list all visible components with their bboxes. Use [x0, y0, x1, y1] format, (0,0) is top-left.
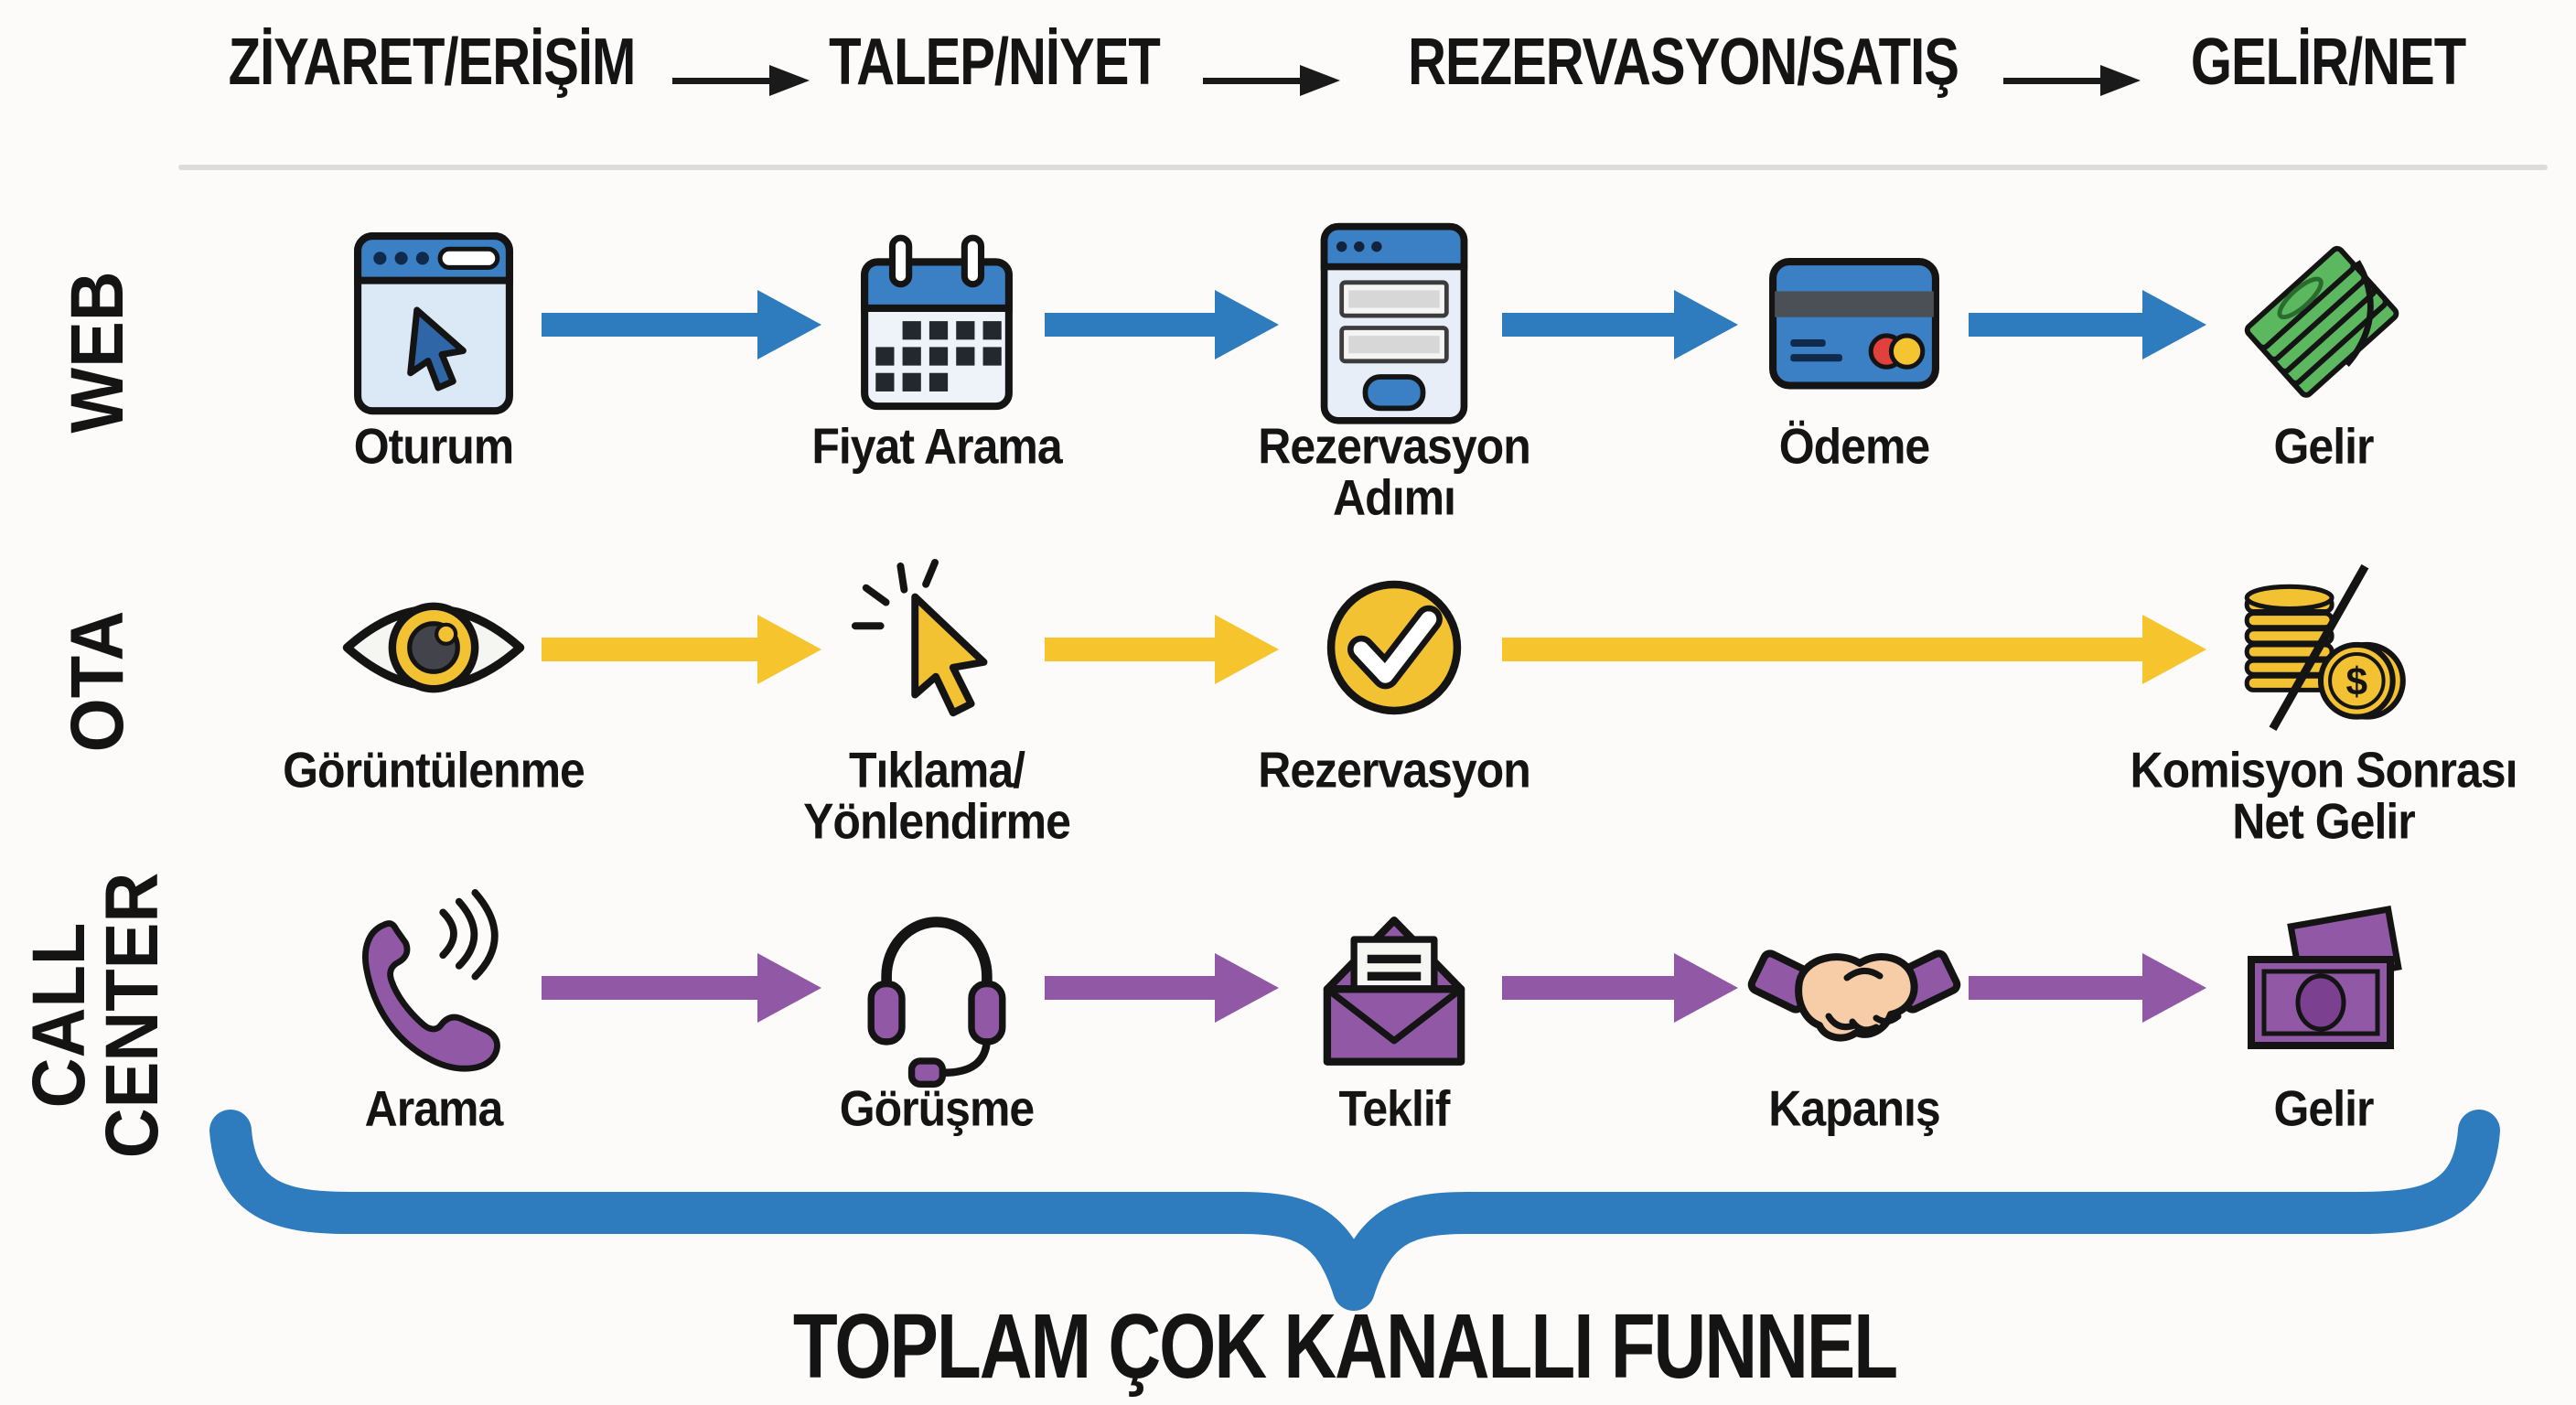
step-label-line2: Yönlendirme	[803, 793, 1071, 850]
stage-arrow-icon	[672, 60, 810, 101]
web-step-gelir: Gelir	[2113, 227, 2534, 475]
step-label: Kapanış	[1768, 1080, 1941, 1137]
web-step-rezervasyon-adimi: Rezervasyon Adımı	[1184, 223, 1605, 526]
step-label: Oturum	[353, 418, 515, 475]
headset-icon	[850, 889, 1024, 1088]
flow-arrow-icon	[542, 953, 821, 1023]
booking-form-icon	[1315, 223, 1473, 424]
web-step-oturum: Oturum	[223, 227, 644, 475]
call-step-arama: Arama	[223, 888, 644, 1137]
flow-arrow-icon	[1045, 290, 1279, 359]
check-circle-icon	[1316, 551, 1472, 745]
step-label: Gelir	[2273, 418, 2375, 475]
stage-label-ziyaret-erisim: ZİYARET/ERİŞİM	[228, 24, 637, 100]
browser-cursor-icon	[350, 227, 517, 421]
stage-label-gelir-net: GELİR/NET	[2190, 24, 2466, 100]
flow-arrow-icon	[1502, 615, 2206, 684]
flow-arrow-icon	[542, 615, 821, 684]
step-label: Tıklama/	[848, 742, 1025, 799]
coins-commission-icon: $	[2227, 551, 2420, 745]
step-label: Ödeme	[1778, 418, 1931, 475]
handshake-icon	[1744, 889, 1964, 1083]
step-label-line2: Net Gelir	[2232, 793, 2415, 850]
flow-arrow-icon	[1045, 953, 1279, 1023]
step-label: Fiyat Arama	[811, 418, 1062, 475]
offer-envelope-icon	[1308, 889, 1480, 1083]
flow-arrow-icon	[1502, 953, 1738, 1023]
stage-label-talep-niyet: TALEP/NİYET	[829, 24, 1161, 100]
flow-arrow-icon	[1502, 290, 1738, 359]
ota-step-goruntulenme: Görüntülenme	[223, 551, 644, 799]
step-label: Rezervasyon	[1258, 742, 1530, 799]
step-label-line2: Adımı	[1333, 469, 1456, 526]
phone-icon	[345, 888, 523, 1083]
web-step-odeme: Ödeme	[1644, 227, 2065, 475]
call-step-gorusme: Görüşme	[726, 889, 1147, 1137]
stage-arrow-icon	[1203, 60, 1340, 101]
call-step-teklif: Teklif	[1184, 889, 1605, 1137]
step-label: Görüntülenme	[283, 742, 585, 799]
step-label: Komisyon Sonrası	[2130, 742, 2518, 799]
web-step-fiyat-arama: Fiyat Arama	[726, 227, 1147, 475]
cash-stack-icon	[2227, 227, 2420, 421]
flow-arrow-icon	[1969, 953, 2206, 1023]
ota-step-komisyon-sonrasi-net-gelir: $ Komisyon Sonrası Net Gelir	[2113, 551, 2534, 850]
call-step-gelir: Gelir	[2113, 889, 2534, 1137]
eye-icon	[338, 551, 530, 745]
flow-arrow-icon	[542, 290, 821, 359]
step-label: Görüşme	[839, 1080, 1036, 1137]
flow-arrow-icon	[1045, 615, 1279, 684]
cursor-click-icon	[846, 551, 1027, 745]
step-label: Arama	[364, 1080, 504, 1137]
step-label: Teklif	[1338, 1080, 1451, 1137]
step-label: Rezervasyon	[1258, 418, 1530, 475]
stage-arrow-icon	[2003, 60, 2141, 101]
funnel-title: TOPLAM ÇOK KANALLI FUNNEL	[792, 1294, 1898, 1397]
funnel-brace-path	[209, 1110, 2500, 1311]
ota-step-tiklama-yonlendirme: Tıklama/ Yönlendirme	[726, 551, 1147, 850]
ota-step-rezervasyon: Rezervasyon	[1184, 551, 1605, 799]
header-divider	[178, 165, 2548, 170]
banknote-icon	[2237, 889, 2410, 1083]
credit-card-icon	[1766, 227, 1942, 421]
call-step-kapanis: Kapanış	[1644, 889, 2065, 1137]
step-label: Gelir	[2273, 1080, 2375, 1137]
flow-arrow-icon	[1969, 290, 2206, 359]
svg-text:$: $	[2346, 660, 2368, 702]
stage-label-rezervasyon-satis: REZERVASYON/SATIŞ	[1408, 24, 1959, 100]
calendar-icon	[853, 227, 1020, 421]
